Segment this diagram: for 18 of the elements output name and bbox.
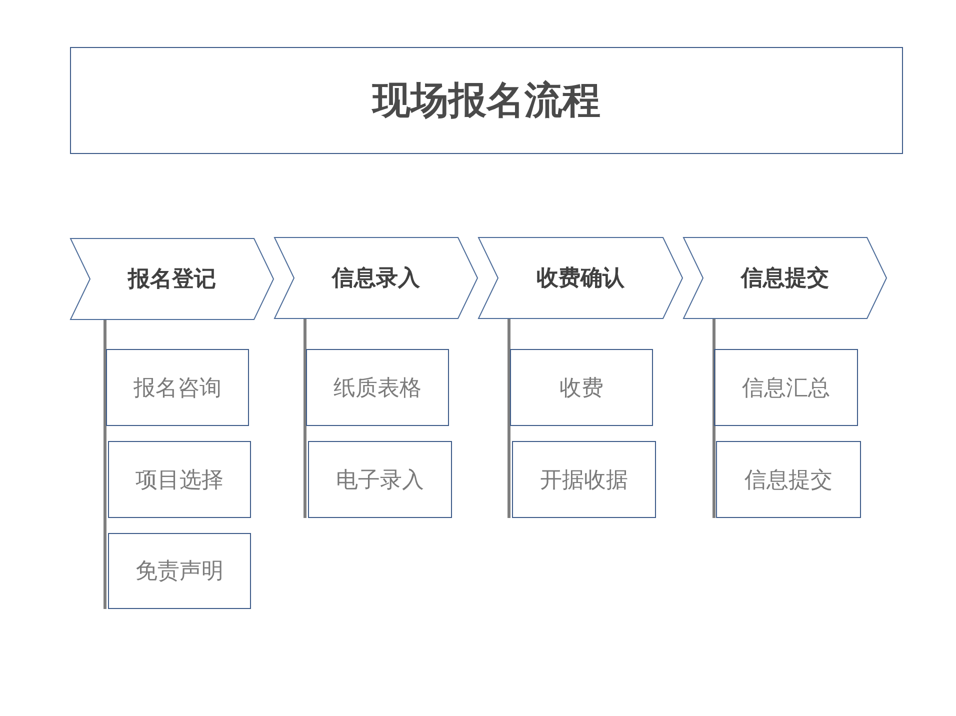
- process-box: 收费: [510, 349, 653, 426]
- title-banner: 现场报名流程: [70, 47, 903, 154]
- chevron-step: 报名登记: [70, 238, 274, 320]
- process-box: 报名咨询: [106, 349, 249, 426]
- process-box: 项目选择: [108, 441, 251, 518]
- connector-line: [508, 319, 510, 518]
- process-box: 纸质表格: [306, 349, 449, 426]
- process-box: 开据收据: [512, 441, 656, 518]
- connector-line: [304, 319, 306, 518]
- connector-line: [712, 319, 716, 518]
- connector-line: [104, 320, 106, 609]
- chevron-step: 信息提交: [683, 237, 887, 319]
- process-box: 信息汇总: [714, 349, 858, 426]
- process-box: 免责声明: [108, 533, 251, 609]
- chevron-step: 收费确认: [478, 237, 683, 319]
- process-box: 电子录入: [308, 441, 452, 518]
- chevron-step: 信息录入: [274, 237, 478, 319]
- process-box: 信息提交: [716, 441, 861, 518]
